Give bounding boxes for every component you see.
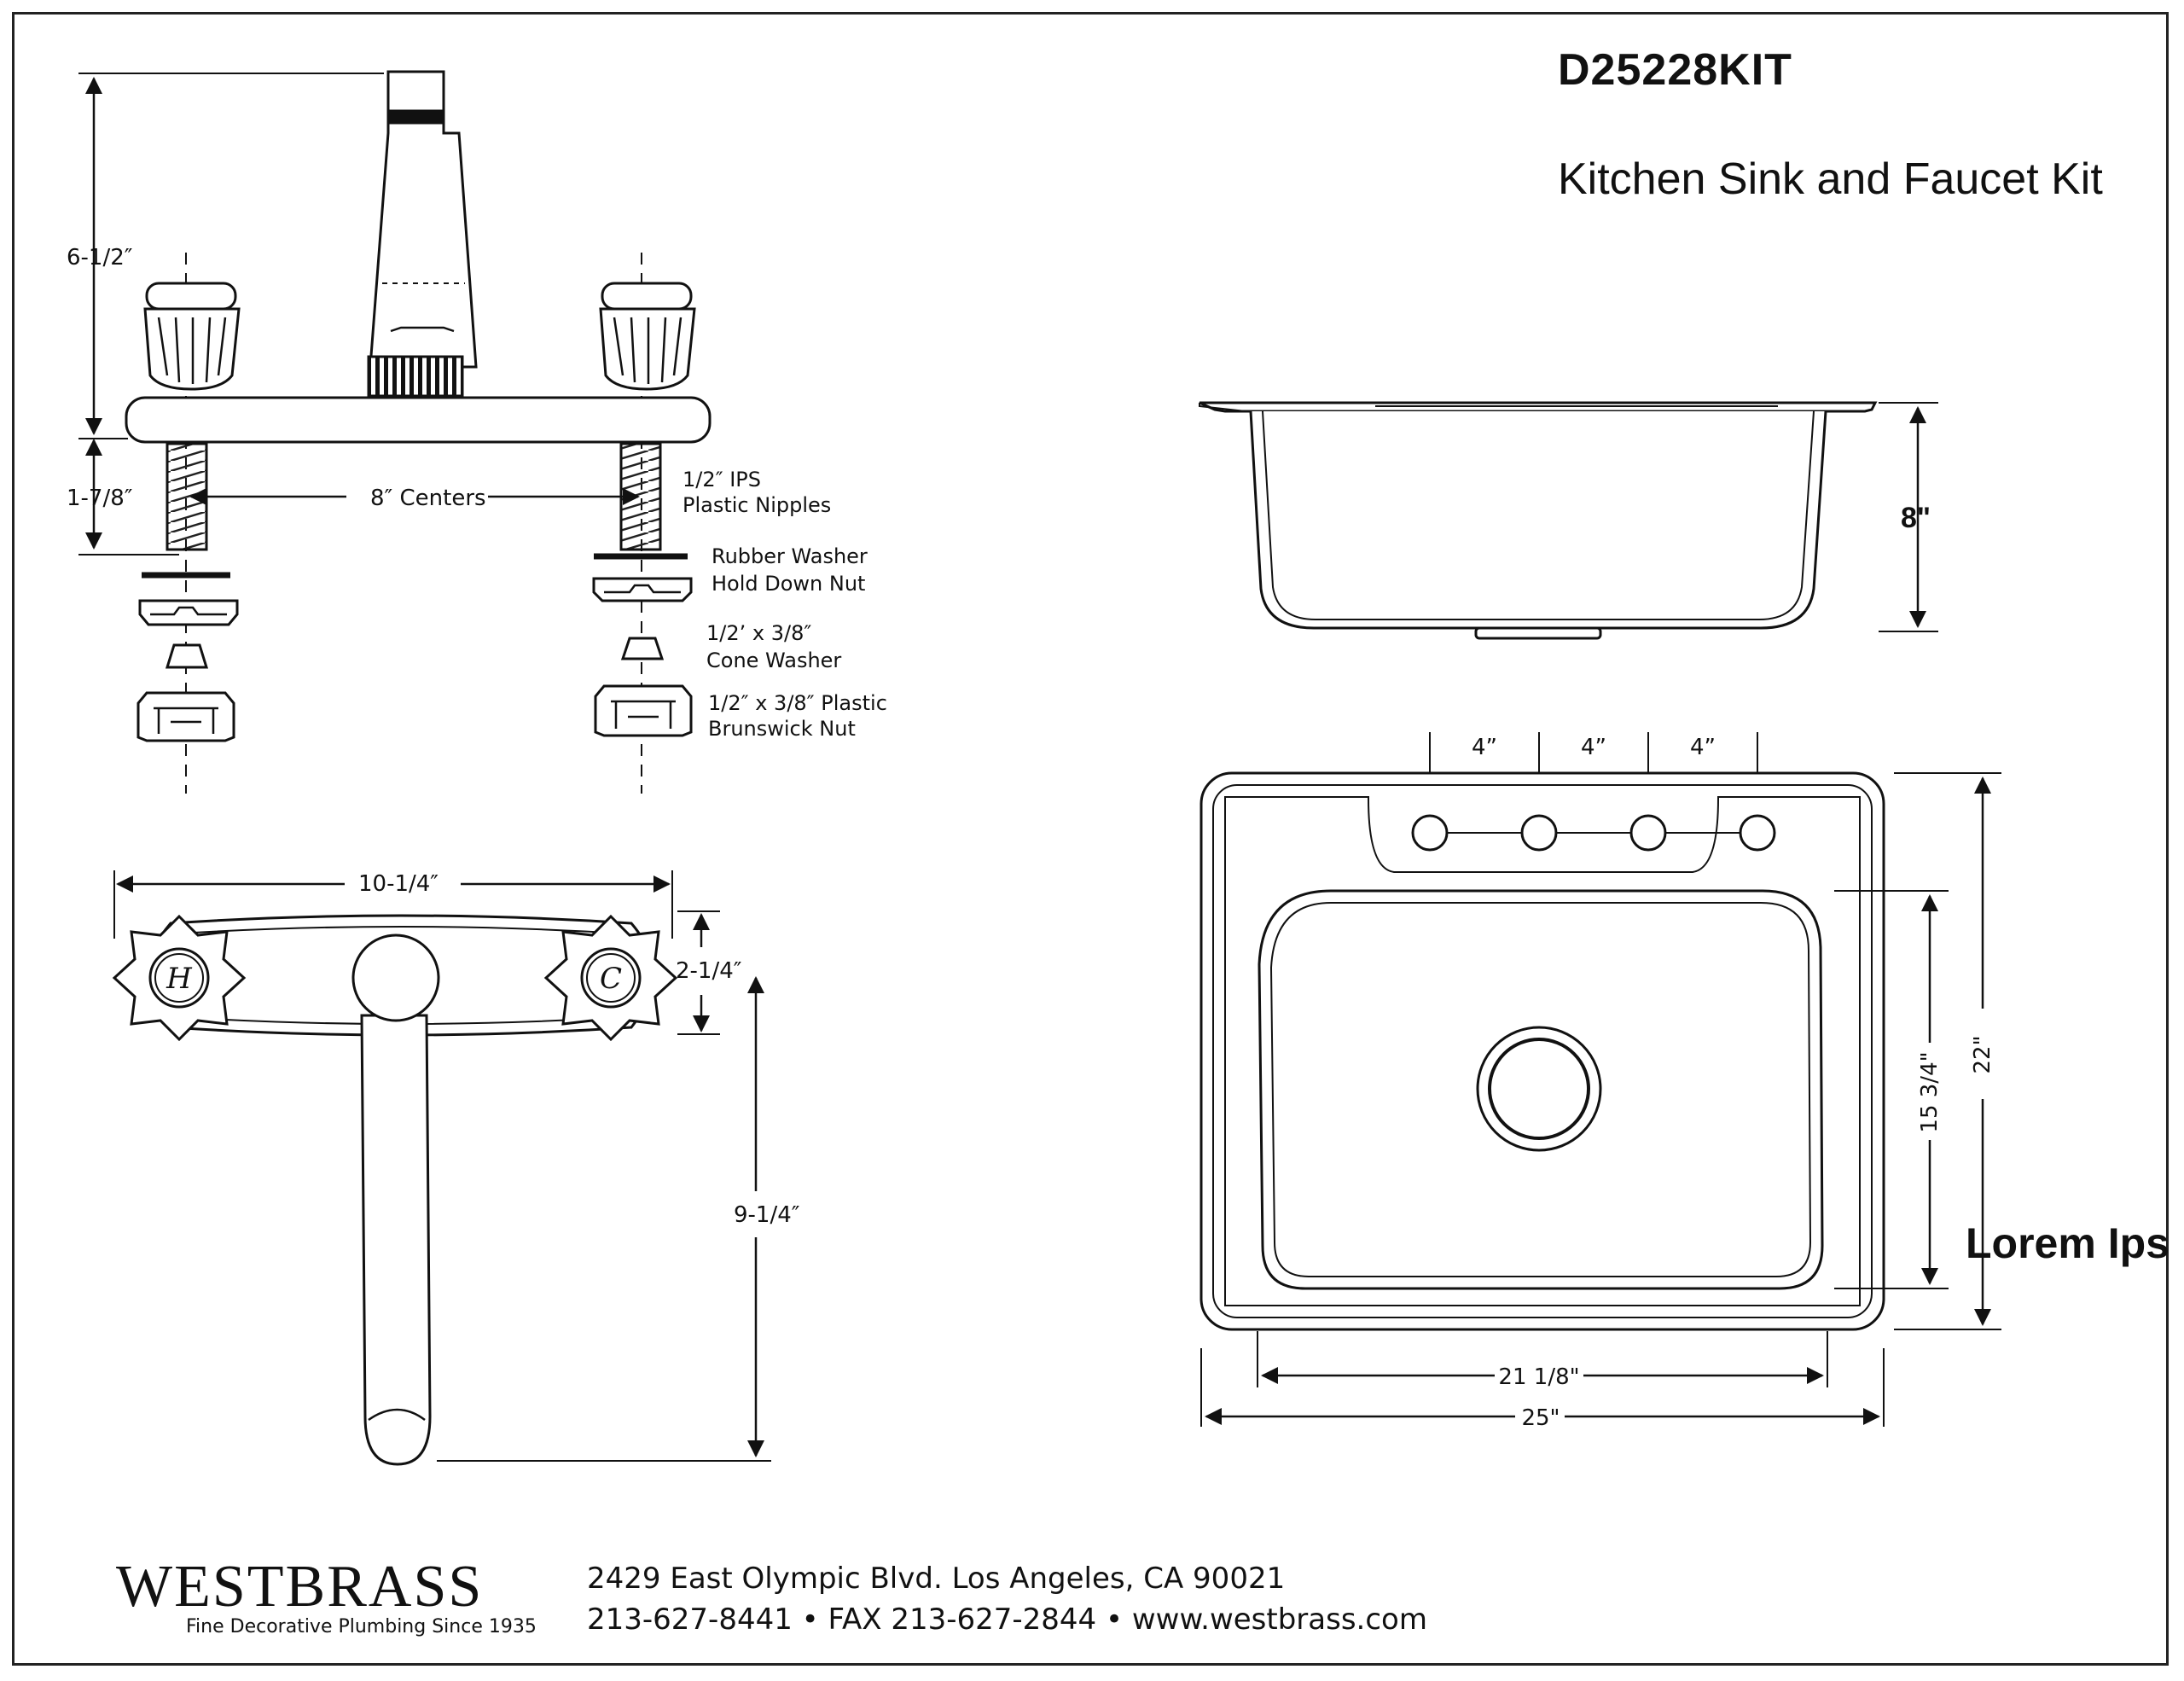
brand-logo: WESTBRASS [116,1554,484,1620]
company-address: 2429 East Olympic Blvd. Los Angeles, CA … [587,1562,1286,1596]
dimension-centers: 8″ Centers [370,486,486,511]
model-number: D25228KIT [1558,45,1792,95]
dimension-sink-depth: 8" [1901,502,1931,534]
dimension-hole-spacing-1: 4” [1472,735,1497,760]
dimension-bowl-width: 21 1/8" [1498,1364,1579,1390]
hot-handle-mark: H [166,962,193,996]
product-description: Kitchen Sink and Faucet Kit [1558,154,2103,204]
part-label-ips: 1/2″ IPS [682,468,761,492]
dimension-spout-reach: 9-1/4″ [734,1202,800,1228]
part-label-brunswick-size: 1/2″ x 3/8″ Plastic [708,691,887,715]
brand-tagline: Fine Decorative Plumbing Since 1935 [186,1616,537,1637]
dimension-faucet-depth: 2-1/4″ [676,958,742,984]
sink-top-view [1199,732,2001,1427]
dimension-overall-width: 25" [1521,1405,1560,1431]
dimension-faucet-width: 10-1/4″ [358,871,439,897]
dimension-overall-length: 22" [1970,1035,1995,1073]
part-label-cone-washer: Cone Washer [706,649,841,672]
faucet-top-view [112,870,771,1466]
company-contact: 213-627-8441 • FAX 213-627-2844 • www.we… [587,1602,1427,1637]
part-label-brunswick-nut: Brunswick Nut [708,717,856,741]
sink-side-view [1199,401,1938,640]
sink-note: Lorem Ips [1966,1219,2169,1267]
dimension-hole-spacing-3: 4” [1690,735,1716,760]
dimension-bowl-length: 15 3/4" [1917,1051,1943,1132]
cold-handle-mark: C [600,962,622,996]
dimension-shank-length: 1-7/8″ [67,486,133,511]
dimension-faucet-height: 6-1/2″ [67,245,133,270]
part-label-cone-size: 1/2’ x 3/8″ [706,621,811,645]
part-label-nipples: Plastic Nipples [682,493,831,517]
part-label-rubber-washer: Rubber Washer [712,544,868,568]
dimension-hole-spacing-2: 4” [1581,735,1606,760]
part-label-hold-down-nut: Hold Down Nut [712,572,865,596]
sheet-border [12,12,2169,1666]
faucet-side-view [78,70,712,794]
